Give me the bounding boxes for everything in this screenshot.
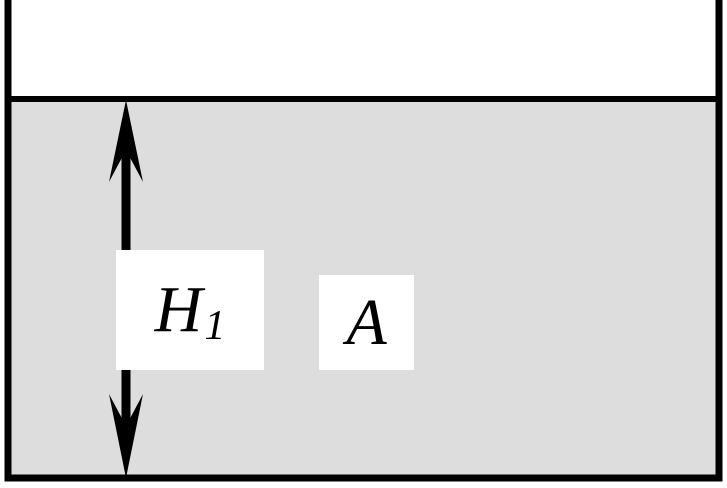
height-label-main: H <box>154 273 203 346</box>
height-arrow-bottom-head <box>109 394 143 478</box>
height-arrow-top-head <box>109 100 143 182</box>
tank-outline <box>4 0 723 482</box>
point-label-text: A <box>346 285 387 359</box>
point-label: A <box>319 275 414 370</box>
height-label-subscript: 1 <box>204 303 226 349</box>
